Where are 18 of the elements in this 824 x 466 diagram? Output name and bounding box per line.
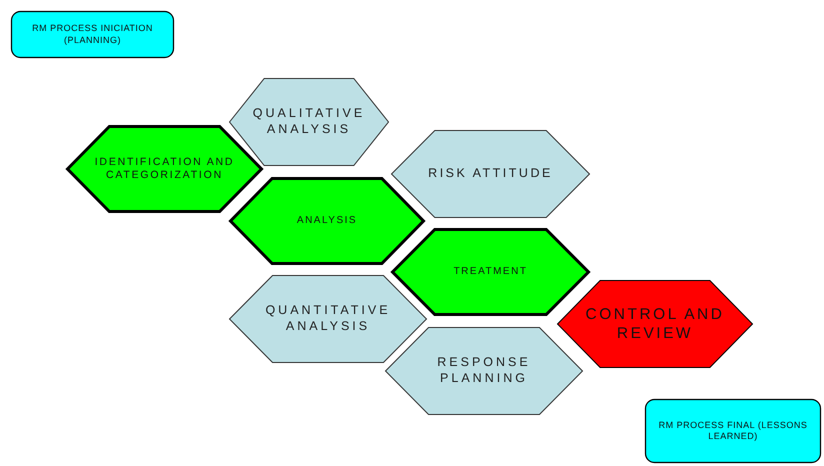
node-label: RISK ATTITUDE bbox=[428, 166, 553, 182]
hexagon bbox=[391, 130, 590, 218]
node-label: RM PROCESS FINAL (LESSONS LEARNED) bbox=[658, 420, 808, 442]
hexagon bbox=[557, 280, 753, 368]
node-label: RM PROCESS INICIATION (PLANNING) bbox=[31, 23, 154, 46]
node-label: RESPONSE PLANNING bbox=[436, 355, 532, 387]
hexagon bbox=[66, 125, 263, 213]
node-label: ANALYSIS bbox=[296, 214, 358, 228]
hexagon bbox=[229, 177, 425, 265]
node-label: QUALITATIVE ANALYSIS bbox=[252, 106, 366, 138]
hexagon bbox=[385, 327, 583, 415]
hexagon bbox=[229, 275, 427, 363]
node-label: QUANTITATIVE ANALYSIS bbox=[264, 303, 392, 335]
process-box bbox=[11, 11, 174, 58]
node-label: IDENTIFICATION AND CATEGORIZATION bbox=[94, 156, 236, 182]
node-label: CONTROL AND REVIEW bbox=[585, 304, 725, 344]
node-label: TREATMENT bbox=[454, 266, 528, 278]
process-box bbox=[645, 399, 821, 463]
